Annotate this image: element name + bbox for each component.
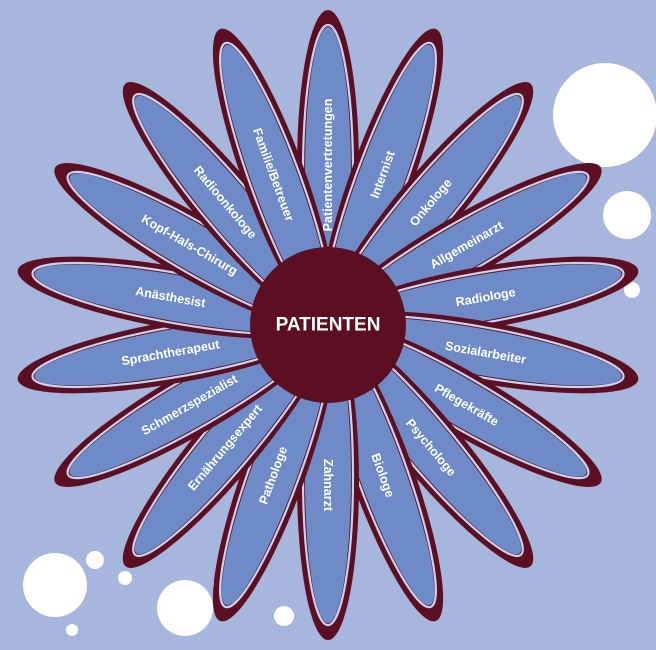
petal-inner <box>333 317 622 386</box>
petal-inner <box>134 95 326 322</box>
petal-label: Zahnarzt <box>321 459 335 512</box>
petal-inner <box>221 44 331 320</box>
petal-inner <box>330 328 522 555</box>
center-circle <box>250 247 406 403</box>
center-label: PATIENTEN <box>276 315 381 336</box>
decorative-bubbles <box>23 63 656 636</box>
petal-inner <box>134 328 326 555</box>
petal-inner <box>325 44 435 320</box>
petal-inner <box>69 173 324 325</box>
petal-label: Patientenvertretungen <box>321 99 335 232</box>
bubble-decoration <box>553 63 656 167</box>
bubble-decoration <box>624 282 640 298</box>
bubble-decoration <box>274 606 294 626</box>
bubble-decoration <box>603 191 651 239</box>
petal-inner <box>34 264 323 333</box>
bubble-decoration <box>86 551 104 569</box>
bubble-decoration <box>118 571 132 585</box>
bubble-decoration <box>157 580 213 636</box>
petal-inner <box>221 330 331 606</box>
bubble-decoration <box>23 553 87 617</box>
flower-center: PATIENTEN <box>250 247 406 403</box>
bubble-decoration <box>66 624 78 636</box>
petal-inner <box>330 95 522 322</box>
petal-inner <box>332 325 587 477</box>
